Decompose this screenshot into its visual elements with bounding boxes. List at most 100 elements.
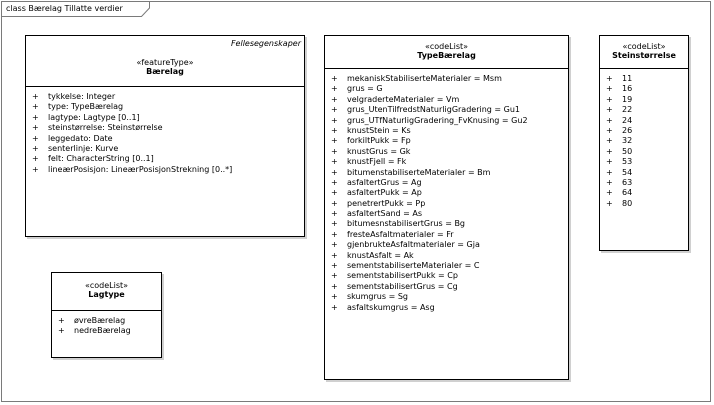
attribute-row: +50 xyxy=(606,147,688,157)
class-typebaerelag-stereotype: «codeList» xyxy=(424,42,469,51)
attribute-row: + asfaltertPukk = Ap xyxy=(331,188,568,198)
class-baerelag[interactable]: Fellesegenskaper «featureType» Bærelag +… xyxy=(25,35,305,237)
attribute-row: + steinstørrelse: Steinstørrelse xyxy=(32,123,304,133)
attribute-text: steinstørrelse: Steinstørrelse xyxy=(48,123,163,133)
attribute-text: bitumenstabiliserteMaterialer = Bm xyxy=(347,167,491,177)
class-baerelag-header: Fellesegenskaper «featureType» Bærelag xyxy=(26,36,304,87)
attribute-text: forkiltPukk = Fp xyxy=(347,136,411,146)
visibility-marker: + xyxy=(606,198,613,208)
attribute-row: +knustGrus = Gk xyxy=(331,147,568,157)
attribute-row: +64 xyxy=(606,188,688,198)
attribute-text: 80 xyxy=(622,198,633,208)
attribute-row: +19 xyxy=(606,95,688,105)
attribute-text: senterlinje: Kurve xyxy=(48,143,119,153)
attribute-text: velgraderteMaterialer = Vm xyxy=(347,94,460,104)
attribute-row: + knustFjell = Fk xyxy=(331,157,568,167)
attribute-text: lineærPosisjon: LineærPosisjonStrekning … xyxy=(48,164,233,174)
attribute-row: + forkiltPukk = Fp xyxy=(331,136,568,146)
attribute-text: tykkelse: Integer xyxy=(48,92,116,101)
visibility-marker: + xyxy=(331,209,338,219)
visibility-marker: + xyxy=(331,105,338,115)
attribute-row: +leggedato: Date xyxy=(32,134,304,144)
attribute-row: +54 xyxy=(606,168,688,178)
attribute-text: leggedato: Date xyxy=(48,133,113,143)
visibility-marker: + xyxy=(32,112,39,122)
attribute-text: 26 xyxy=(622,125,633,135)
attribute-row: +63 xyxy=(606,178,688,188)
attribute-text: 54 xyxy=(622,167,633,177)
attribute-row: +53 xyxy=(606,157,688,167)
visibility-marker: + xyxy=(331,84,338,94)
attribute-row: +22 xyxy=(606,105,688,115)
class-lagtype[interactable]: «codeList» Lagtype +øvreBærelag+nedreBær… xyxy=(51,272,162,358)
visibility-marker: + xyxy=(331,157,338,167)
attribute-text: asfaltertGrus = Ag xyxy=(347,177,422,187)
attribute-text: øvreBærelag xyxy=(74,316,126,325)
attribute-text: 32 xyxy=(622,136,633,146)
class-baerelag-attributes: + tykkelse: Integer + type: TypeBærelag + lag… xyxy=(26,87,304,175)
attribute-text: type: TypeBærelag xyxy=(48,102,124,112)
visibility-marker: + xyxy=(331,94,338,104)
attribute-row: + velgraderteMaterialer = Vm xyxy=(331,95,568,105)
visibility-marker: + xyxy=(32,123,39,133)
attribute-row: +asfaltskumgrus = Asg xyxy=(331,303,568,313)
visibility-marker: + xyxy=(32,102,39,112)
visibility-marker: + xyxy=(606,177,613,187)
class-baerelag-package: Fellesegenskaper xyxy=(230,39,301,48)
attribute-text: knustGrus = Gk xyxy=(347,146,411,156)
visibility-marker: + xyxy=(606,84,613,94)
attribute-text: 53 xyxy=(622,157,633,167)
visibility-marker: + xyxy=(331,136,338,146)
visibility-marker: + xyxy=(606,115,613,125)
attribute-row: + asfaltertSand = As xyxy=(331,209,568,219)
class-lagtype-stereotype: «codeList» xyxy=(84,281,129,290)
attribute-row: + asfaltertGrus = Ag xyxy=(331,178,568,188)
attribute-row: +mekaniskStabiliserteMaterialer = Msm xyxy=(331,74,568,84)
attribute-text: asfaltertSand = As xyxy=(347,209,423,219)
attribute-text: knustFjell = Fk xyxy=(347,157,407,167)
visibility-marker: + xyxy=(331,74,338,83)
attribute-text: sementstabilisertGrus = Cg xyxy=(347,281,458,291)
visibility-marker: + xyxy=(331,198,338,208)
class-typebaerelag-attributes: +mekaniskStabiliserteMaterialer = Msm+gr… xyxy=(325,69,568,313)
visibility-marker: + xyxy=(331,240,338,250)
attribute-text: nedreBærelag xyxy=(74,326,131,336)
class-steinstorrelse-stereotype: «codeList» xyxy=(622,42,666,51)
attribute-text: asfaltertPukk = Ap xyxy=(347,188,422,198)
visibility-marker: + xyxy=(331,125,338,135)
attribute-row: + lineærPosisjon: LineærPosisjonStrekning… xyxy=(32,165,304,175)
attribute-row: +sementstabilisertPukk = Cp xyxy=(331,271,568,281)
visibility-marker: + xyxy=(32,164,39,174)
attribute-text: asfaltskumgrus = Asg xyxy=(347,302,435,312)
attribute-text: lagtype: Lagtype [0..1] xyxy=(48,112,140,122)
attribute-row: + sementstabilisertGrus = Cg xyxy=(331,282,568,292)
attribute-text: 64 xyxy=(622,188,633,198)
visibility-marker: + xyxy=(58,316,65,325)
attribute-text: grus_UtenTilfredstNaturligGradering = Gu… xyxy=(347,105,521,115)
attribute-row: +bitumesnstabilisertGrus = Bg xyxy=(331,219,568,229)
visibility-marker: + xyxy=(331,281,338,291)
diagram-frame-tab: class Bærelag Tillatte verdier xyxy=(1,1,151,17)
attribute-text: knustAsfalt = Ak xyxy=(347,250,414,260)
class-typebaerelag-header: «codeList» TypeBærelag xyxy=(325,36,568,69)
visibility-marker: + xyxy=(331,188,338,198)
attribute-row: +11 xyxy=(606,74,688,84)
attribute-row: +16 xyxy=(606,84,688,94)
visibility-marker: + xyxy=(331,167,338,177)
visibility-marker: + xyxy=(331,271,338,281)
attribute-text: bitumesnstabilisertGrus = Bg xyxy=(347,219,466,229)
class-typebaerelag[interactable]: «codeList» TypeBærelag +mekaniskStabilis… xyxy=(324,35,569,380)
attribute-row: + bitumenstabiliserteMaterialer = Bm xyxy=(331,168,568,178)
visibility-marker: + xyxy=(606,167,613,177)
visibility-marker: + xyxy=(331,177,338,187)
visibility-marker: + xyxy=(58,326,65,336)
class-steinstorrelse[interactable]: «codeList» Steinstørrelse +11+16+19+22+2… xyxy=(599,35,689,251)
visibility-marker: + xyxy=(331,292,338,302)
attribute-row: +skumgrus = Sg xyxy=(331,292,568,302)
attribute-row: +26 xyxy=(606,126,688,136)
visibility-marker: + xyxy=(606,157,613,167)
visibility-marker: + xyxy=(606,105,613,115)
attribute-text: 63 xyxy=(622,177,633,187)
attribute-text: grus = G xyxy=(347,84,383,94)
diagram-title: class Bærelag Tillatte verdier xyxy=(6,4,123,13)
